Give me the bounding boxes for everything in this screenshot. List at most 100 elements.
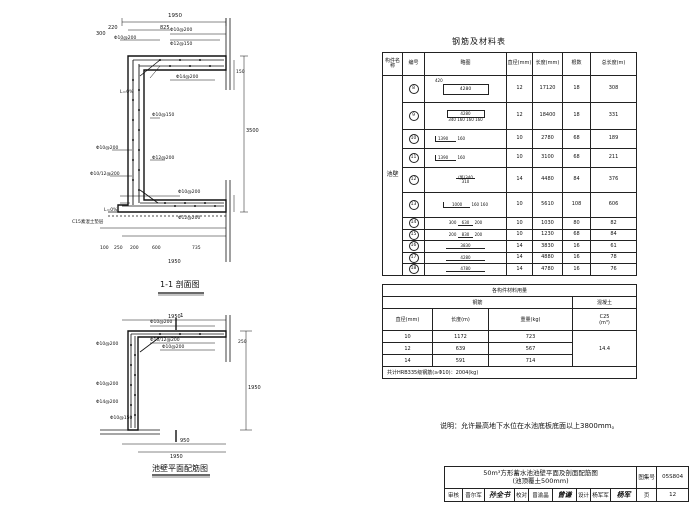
plan-callout-3: Φ10@200 xyxy=(162,345,185,350)
sketch-dim: 4280 xyxy=(446,109,485,118)
row-number: 15 xyxy=(408,229,419,240)
section-dim-right: 3500 xyxy=(246,128,259,134)
concrete-unit: (m³) xyxy=(599,319,610,326)
cell-length: 4480 xyxy=(532,167,563,193)
summary-cell: 639 xyxy=(432,342,489,355)
callout-7: Φ12@200 xyxy=(152,156,175,161)
sketch-dim: (第)340 xyxy=(458,174,473,180)
title-cell: 50m³方形蓄水池池壁平面及剖面配筋图 (池顶覆土500mm) xyxy=(443,466,638,489)
review-signature: 孙全书 xyxy=(484,487,515,503)
cell-diameter: 10 xyxy=(506,217,533,230)
drawing-subtitle: (池顶覆土500mm) xyxy=(512,477,569,486)
cell-total: 376 xyxy=(590,167,637,193)
section-dim-300: 300 xyxy=(96,31,106,37)
cell-count: 84 xyxy=(562,167,591,193)
cell-diameter: 14 xyxy=(506,167,533,193)
header-sketch: 略图 xyxy=(424,52,507,76)
design-label: 设计 xyxy=(576,487,591,503)
callout-4: Φ14@200 xyxy=(176,75,199,80)
page-number: 12 xyxy=(656,487,690,503)
sketch-dim: 1390 xyxy=(435,135,457,142)
row-number: 16 xyxy=(408,241,419,252)
concrete-note: C15素混土垫层 xyxy=(72,220,104,225)
table-row: 11 1390 160 10 3100 68 211 xyxy=(383,148,637,168)
cell-count: 18 xyxy=(562,102,591,130)
callout-6: Φ10@200 xyxy=(96,146,119,151)
callout-3: Φ12@150 xyxy=(170,42,193,47)
cell-count: 68 xyxy=(562,148,591,168)
sketch-dim: 3830 xyxy=(446,243,485,250)
plan-callout-7: Φ10@150 xyxy=(110,416,133,421)
row-number: 11 xyxy=(408,153,419,163)
sketch-dim: 160 xyxy=(466,116,474,122)
cell-diameter: 10 xyxy=(506,148,533,168)
cell-diameter: 10 xyxy=(506,129,533,149)
section-title: 1-1 剖面图 xyxy=(160,280,200,289)
plan-callout-2: Φ10/12@200 xyxy=(150,338,180,343)
plan-dim-1950: 1950 xyxy=(168,314,181,320)
plan-title: 池壁平面配筋图 xyxy=(152,464,208,473)
cell-count: 16 xyxy=(562,263,591,276)
cell-count: 68 xyxy=(562,129,591,149)
summary-weight: 重量(kg) xyxy=(488,308,573,331)
sketch-dim: 4280 xyxy=(442,83,489,95)
table-row: 13 1000 160 160 10 5610 108 606 xyxy=(383,192,637,218)
summary-cell: 723 xyxy=(488,330,573,343)
sketch-dim: 420 xyxy=(435,78,443,83)
note-text: 说明：允许最高地下水位在水池底板底面以上3800mm。 xyxy=(440,422,619,430)
level-2: L=0% xyxy=(104,208,118,213)
cell-diameter: 12 xyxy=(506,102,533,130)
summary-cell: 714 xyxy=(488,354,573,367)
summary-cell: 14 xyxy=(382,354,433,367)
summary-concrete-value: 14.4 xyxy=(571,330,638,367)
plan-dim-1950-v: 1950 xyxy=(248,385,261,391)
header-component: 构件名称 xyxy=(382,52,403,76)
plan-dim-950: 950 xyxy=(180,438,190,444)
sketch-dim: 310 xyxy=(455,178,476,184)
callout-10: Φ12@200 xyxy=(178,216,201,221)
bottom-part-2: 250 xyxy=(114,246,123,251)
bottom-part-3: 200 xyxy=(130,246,139,251)
cell-length: 4780 xyxy=(532,263,563,276)
row-number: 9 xyxy=(408,111,419,121)
cell-total: 331 xyxy=(590,102,637,130)
sketch-dim: 4780 xyxy=(446,266,485,273)
sketch-dim: 200 xyxy=(448,231,457,237)
cell-count: 80 xyxy=(562,217,591,230)
plan-dim-bottom: 1950 xyxy=(170,454,183,460)
bottom-part-5: 735 xyxy=(192,246,201,251)
plan-section-mark: 1 xyxy=(180,313,184,319)
row-number: 18 xyxy=(408,264,419,275)
callout-9: Φ10@200 xyxy=(178,190,201,195)
table-row: 10 1390 160 10 2780 68 189 xyxy=(383,129,637,149)
cell-total: 606 xyxy=(590,192,637,218)
cell-total: 308 xyxy=(590,75,637,103)
bottom-part-4: 600 xyxy=(152,246,161,251)
cell-length: 1230 xyxy=(532,228,563,241)
sketch-dim: 160 xyxy=(475,116,483,122)
summary-length: 长度(m) xyxy=(432,308,489,331)
cell-diameter: 14 xyxy=(506,251,533,264)
cell-count: 18 xyxy=(562,75,591,103)
header-length: 长度(mm) xyxy=(532,52,563,76)
cell-length: 18400 xyxy=(532,102,563,130)
callout-5: Φ10@150 xyxy=(152,113,175,118)
row-number: 13 xyxy=(408,200,419,210)
sketch-dim: 300 xyxy=(448,220,457,226)
title-block: 50m³方形蓄水池池壁平面及剖面配筋图 (池顶覆土500mm) 图集号 05S8… xyxy=(443,466,690,503)
sketch-dim: 1390 xyxy=(435,154,457,161)
table-row: 15 200 830 200 10 1230 68 84 xyxy=(383,228,637,241)
summary-cell: 1172 xyxy=(432,330,489,343)
row-number: 10 xyxy=(408,134,419,144)
summary-cell: 567 xyxy=(488,342,573,355)
sketch-dim: 340 xyxy=(448,116,456,122)
cell-diameter: 10 xyxy=(506,228,533,241)
plan-callout-1: Φ10@200 xyxy=(150,320,173,325)
section-dim-220: 220 xyxy=(108,25,118,31)
summary-cell: 10 xyxy=(382,330,433,343)
cell-count: 16 xyxy=(562,251,591,264)
sketch-dim: 160 xyxy=(471,201,480,207)
cell-total: 78 xyxy=(590,251,637,264)
